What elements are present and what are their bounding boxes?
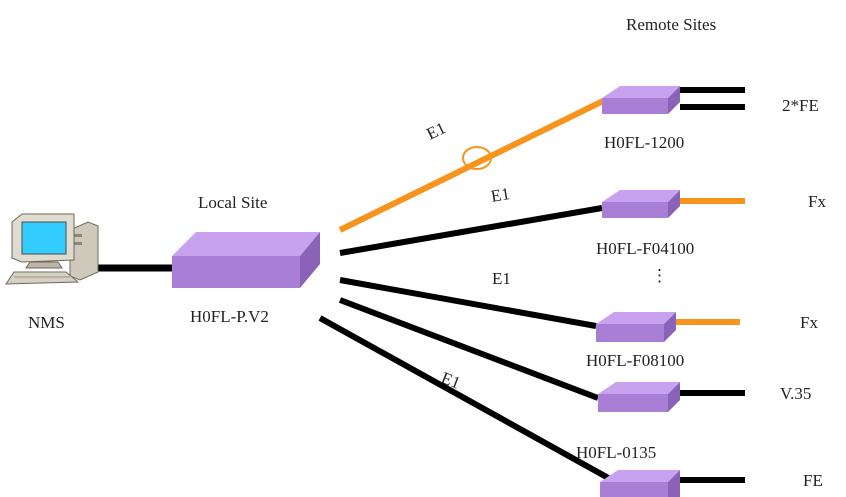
remote-sites-header: Remote Sites [626, 15, 716, 34]
ellipsis-mark: ⋮ [651, 266, 668, 285]
remote-device-h0fl-0135 [598, 382, 680, 412]
remote-device-h0fl-1200 [602, 86, 680, 114]
remote-device-fe [600, 470, 680, 497]
port-label-2: Fx [808, 192, 826, 211]
link-marker-circle [462, 146, 492, 170]
local-device-h0fl-p-v2 [172, 232, 320, 288]
nms-label: NMS [28, 313, 65, 332]
remote-device-label-4: H0FL-0135 [576, 443, 656, 462]
local-site-header: Local Site [198, 193, 267, 212]
link-e1-h0fl-f08100 [339, 277, 597, 329]
link-e1-fe-device [318, 315, 614, 483]
link-label-e1-1: E1 [423, 118, 448, 143]
port-label-4: V.35 [780, 384, 811, 403]
link-e1-h0fl-0135 [338, 297, 600, 401]
local-device-label: H0FL-P.V2 [190, 307, 269, 326]
port-label-5: FE [803, 471, 823, 490]
link-e1-h0fl-f04100 [339, 205, 603, 256]
remote-device-label-3: H0FL-F08100 [586, 351, 684, 370]
remote-device-h0fl-f08100 [596, 312, 676, 342]
remote-device-label-1: H0FL-1200 [604, 133, 684, 152]
link-label-e1-2: E1 [489, 184, 511, 206]
remote-device-h0fl-f04100 [602, 190, 680, 218]
computer-icon [5, 213, 99, 285]
remote-device-label-2: H0FL-F04100 [596, 239, 694, 258]
port-label-1: 2*FE [782, 96, 819, 115]
port-label-3: Fx [800, 313, 818, 332]
link-label-e1-3: E1 [492, 269, 511, 288]
link-e1-h0fl-1200 [338, 98, 605, 233]
